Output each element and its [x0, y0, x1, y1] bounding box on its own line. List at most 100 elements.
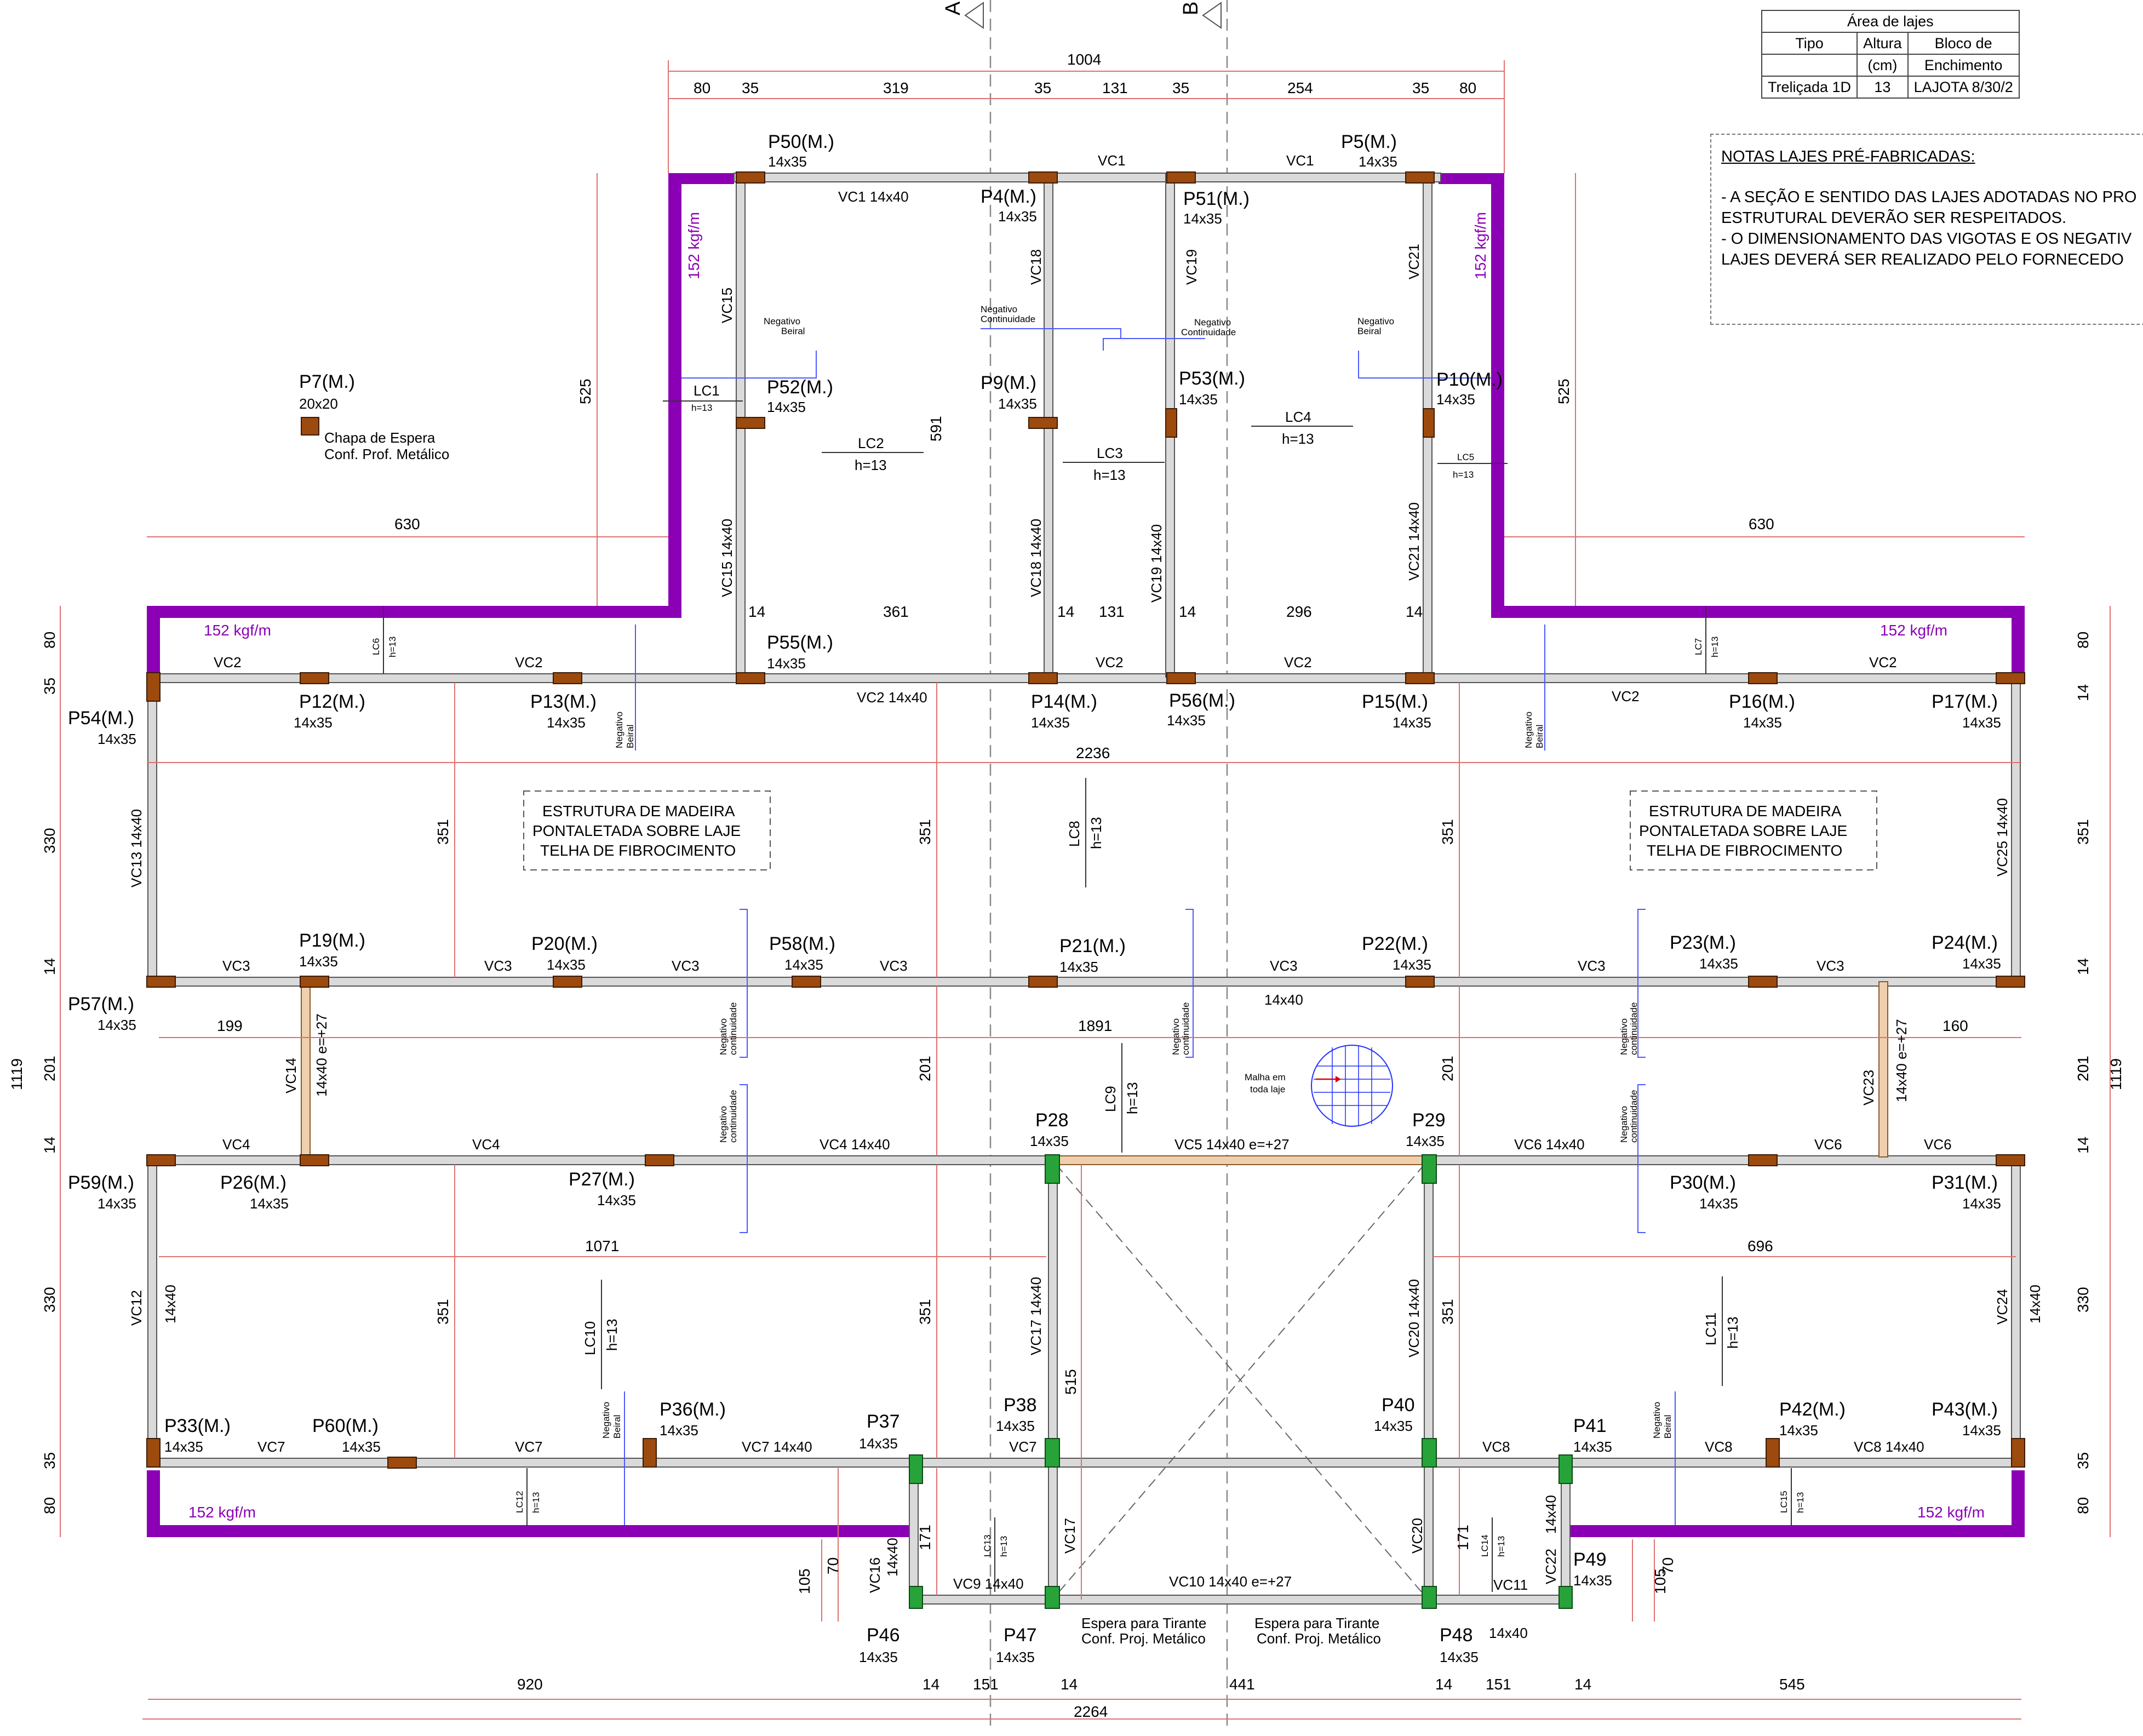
dim-side: 201: [2075, 1056, 2092, 1081]
load-labels: 152 kgf/m 152 kgf/m 152 kgf/m 152 kgf/m …: [188, 212, 1985, 1521]
dim-inner-vertical: 351: [916, 1299, 933, 1325]
dim-side: 330: [2075, 1287, 2092, 1313]
void-diagonals: [1056, 1164, 1425, 1596]
pillar-p5-size: 14x35: [1359, 153, 1397, 170]
slab-lc11-h: h=13: [1724, 1316, 1741, 1349]
beam-label: VC2 14x40: [857, 689, 927, 706]
beam-label: VC6 14x40: [1514, 1136, 1585, 1153]
beam-label: 14x40: [2027, 1285, 2043, 1324]
dim-side: 201: [41, 1056, 58, 1081]
dim-fourteen: 14: [1406, 603, 1423, 620]
madeira-line-1: ESTRUTURA DE MADEIRA: [542, 803, 735, 820]
negative-label: Negativo: [1619, 1106, 1629, 1143]
axis-label-b: B: [1179, 2, 1202, 15]
pillar-p41-label: P41: [1573, 1416, 1607, 1436]
slab-lc12-h: h=13: [531, 1492, 541, 1513]
beam-label: VC7: [257, 1439, 285, 1455]
beam-label: VC19: [1183, 249, 1200, 285]
load-label: 152 kgf/m: [204, 622, 271, 639]
beam-label: VC18: [1028, 249, 1044, 285]
dim-fourteen: 14: [1179, 603, 1196, 620]
pillar-p9-label: P9(M.): [981, 373, 1036, 393]
slab-lc7-h: h=13: [1710, 637, 1720, 657]
dimension-lines: [60, 60, 2111, 1720]
slab-lc5-name: LC5: [1457, 452, 1474, 462]
beam-label: VC17: [1062, 1518, 1078, 1554]
negative-label: Negativo: [1194, 317, 1231, 328]
pillar-p27-size: 14x35: [597, 1192, 636, 1208]
negative-label: Beiral: [1663, 1415, 1673, 1439]
beam-label: 14x40 e=+27: [1893, 1019, 1910, 1102]
beam-label: VC7: [515, 1439, 543, 1455]
notes-title: NOTAS LAJES PRÉ-FABRICADAS:: [1721, 148, 1975, 165]
negative-label: Beiral: [1534, 725, 1545, 748]
beam-label: VC21: [1406, 244, 1422, 279]
dim-side: 14: [2075, 958, 2092, 975]
table-row: Treliçada 1D 13 LAJOTA 8/30/2: [1761, 76, 2020, 99]
dim-inner-vertical: 201: [1439, 1056, 1456, 1081]
beam-label: VC14: [283, 1058, 299, 1093]
pillar-p54-label: P54(M.): [68, 708, 134, 729]
dim-inner-vertical: 201: [916, 1056, 933, 1081]
beam-label: VC16: [867, 1557, 883, 1593]
notes-line: - A SEÇÃO E SENTIDO DAS LAJES ADOTADAS N…: [1721, 188, 2137, 206]
dim-side-total: 1119: [2107, 1058, 2124, 1090]
negative-label: Beiral: [1357, 326, 1381, 336]
pillar-p21-size: 14x35: [1059, 959, 1098, 975]
beam-label: VC9 14x40: [953, 1575, 1024, 1592]
negative-label: continuidade: [1629, 1090, 1639, 1143]
dim-top: 35: [1172, 79, 1189, 96]
negative-label: Continuidade: [1181, 327, 1236, 337]
beam-label: VC6: [1814, 1136, 1842, 1153]
dim-bottom: 441: [1229, 1676, 1255, 1693]
dim-small: 70: [824, 1557, 841, 1574]
beam-label: VC3: [1578, 958, 1606, 974]
malha-line-2: toda laje: [1250, 1084, 1285, 1095]
pillar-p12-size: 14x35: [294, 714, 333, 731]
negative-label: continuidade: [728, 1090, 738, 1143]
beam-label: VC15: [719, 288, 735, 323]
dim-span-1891: 1891: [1078, 1017, 1112, 1034]
beam-label: 14x40: [1543, 1495, 1559, 1534]
beam-label: 14x40: [162, 1285, 179, 1324]
lajes-table: Área de lajes Tipo Altura Bloco de (cm) …: [1761, 10, 2020, 99]
dim-fourteen: 14: [1057, 603, 1074, 620]
slab-lc12-name: LC12: [514, 1491, 525, 1513]
axis-marker-b: B: [1179, 2, 1222, 29]
dim-side: 80: [2075, 632, 2092, 649]
pillar-p16-size: 14x35: [1743, 714, 1782, 731]
pillar-p49-label: P49: [1573, 1549, 1607, 1570]
notes-line: LAJES DEVERÁ SER REALIZADO PELO FORNECED…: [1721, 251, 2124, 268]
slab-lc13-h: h=13: [999, 1536, 1009, 1557]
beam-label: VC17 14x40: [1028, 1277, 1044, 1355]
pillar-p50-size: 14x35: [768, 153, 807, 170]
slab-lc4-name: LC4: [1285, 409, 1311, 425]
dim-top: 35: [1034, 79, 1051, 96]
dim-wing-inner: 361: [883, 603, 909, 620]
pillar-p31-label: P31(M.): [1932, 1172, 1998, 1193]
negative-label: Beiral: [781, 326, 805, 336]
pillar-p21-label: P21(M.): [1059, 936, 1126, 956]
beam-label: VC3: [222, 958, 250, 974]
grid-axes: A B: [942, 0, 1228, 1731]
slab-lc7-name: LC7: [1693, 638, 1704, 655]
beam-label: VC8: [1705, 1439, 1733, 1455]
slab-lc8-name: LC8: [1066, 821, 1082, 847]
dim-bottom-overall: 2264: [1074, 1703, 1108, 1720]
table-cell: LAJOTA 8/30/2: [1907, 76, 2020, 99]
notes-line: ESTRUTURAL DEVERÃO SER RESPEITADOS.: [1721, 209, 2067, 227]
table-header: (cm): [1856, 54, 1909, 77]
dim-side: 35: [2075, 1452, 2092, 1469]
slab-lc8-h: h=13: [1088, 817, 1104, 849]
pillar-p51-label: P51(M.): [1183, 188, 1250, 209]
pillar-p17-label: P17(M.): [1932, 691, 1998, 712]
perimeter-load-walls: [147, 173, 2025, 1537]
slab-lc14-name: LC14: [1480, 1534, 1490, 1557]
pillar-p12-label: P12(M.): [299, 691, 365, 712]
slab-lc1-name: LC1: [694, 382, 720, 399]
pillar-p52-label: P52(M.): [767, 377, 833, 398]
negative-label: Negativo: [1357, 316, 1394, 326]
pillar-p50-label: P50(M.): [768, 131, 834, 152]
chapa-line-2: Conf. Prof. Metálico: [324, 446, 449, 462]
dim-wing-height: 525: [1555, 379, 1572, 404]
